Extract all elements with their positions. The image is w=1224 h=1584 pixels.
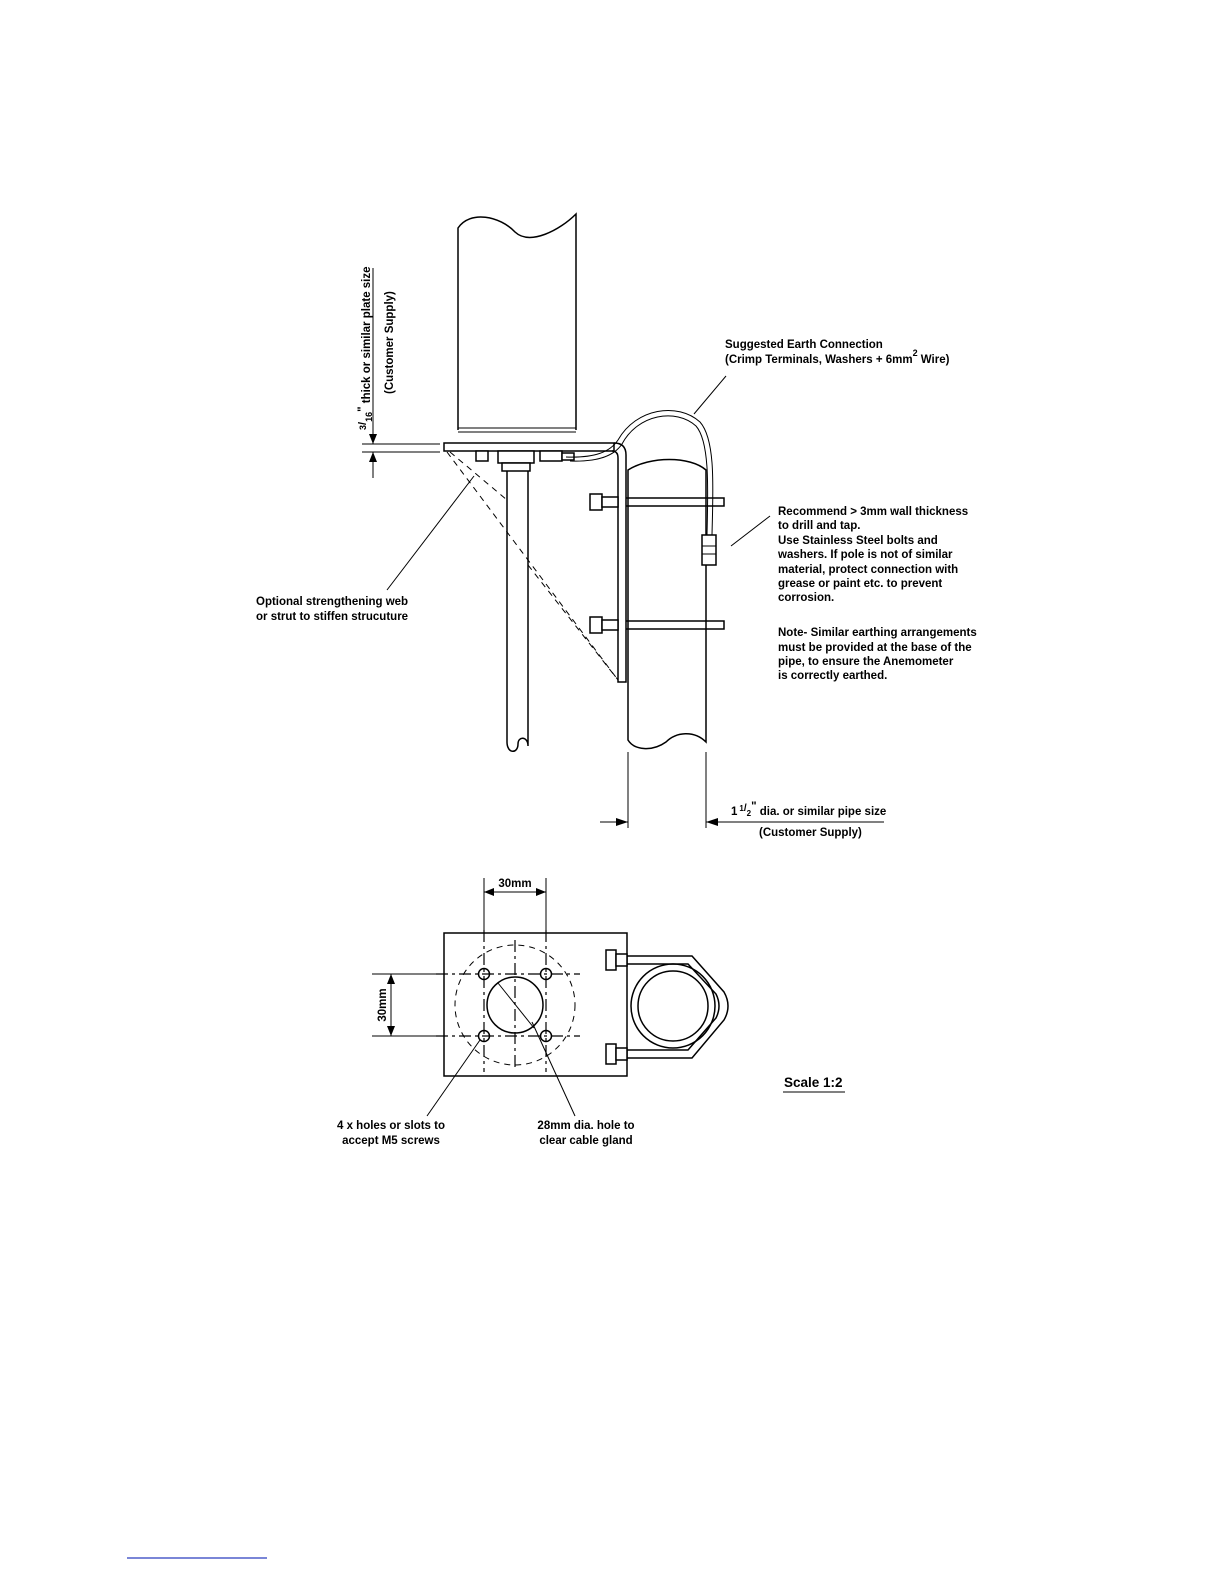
earth-detail-pre: (Crimp Terminals, Washers + 6mm bbox=[725, 354, 913, 366]
web-leader bbox=[386, 475, 475, 591]
pole-pipe bbox=[627, 458, 707, 750]
cable-rod bbox=[506, 471, 529, 752]
earth-connection-label: Suggested Earth Connection (Crimp Termin… bbox=[725, 339, 950, 366]
plan-u-bolt bbox=[605, 949, 729, 1065]
scale-label: Scale 1:2 bbox=[783, 1075, 845, 1093]
holes-line: accept M5 screws bbox=[342, 1135, 440, 1147]
plate-text: thick or similar plate size bbox=[361, 266, 373, 406]
gland-leader bbox=[531, 1021, 576, 1117]
dim-vertical: 30mm bbox=[377, 988, 389, 1021]
pipe-frac-num: 1 bbox=[739, 804, 744, 813]
note-line: is correctly earthed. bbox=[778, 670, 887, 682]
earthing-note: Note- Similar earthing arrangements must… bbox=[778, 627, 977, 682]
screw-hole bbox=[539, 967, 553, 981]
gland-hole bbox=[486, 976, 544, 1034]
gland-nut bbox=[497, 450, 535, 464]
dim-horizontal: 30mm bbox=[498, 878, 531, 890]
web-line: Optional strengthening web bbox=[256, 596, 408, 608]
wall-thickness-note: Recommend > 3mm wall thickness to drill … bbox=[777, 506, 968, 604]
wall-line: material, protect connection with bbox=[778, 564, 958, 576]
pipe-whole: 1 bbox=[731, 806, 738, 818]
plate-inch-mark: " bbox=[357, 406, 369, 411]
plan-view: 30mm 30mm bbox=[372, 878, 729, 1117]
screw-hole bbox=[477, 967, 491, 981]
gland-line: 28mm dia. hole to bbox=[537, 1120, 634, 1132]
earth-detail-post: Wire) bbox=[918, 354, 950, 366]
gland-label: 28mm dia. hole to clear cable gland bbox=[537, 1120, 634, 1147]
plate-supply: (Customer Supply) bbox=[384, 291, 396, 394]
note-line: pipe, to ensure the Anemometer bbox=[778, 656, 954, 668]
anemometer-body bbox=[457, 212, 577, 430]
svg-text:3/16" thick or similar plate s: 3/16" thick or similar plate size bbox=[357, 266, 374, 430]
dimension-30mm-vertical: 30mm bbox=[372, 973, 440, 1037]
earth-detail-sup: 2 bbox=[913, 348, 918, 358]
svg-text:(Crimp Terminals, Washers + 6m: (Crimp Terminals, Washers + 6mm2 Wire) bbox=[725, 348, 950, 366]
side-elevation bbox=[362, 212, 884, 828]
plate-frac-den: 16 bbox=[364, 412, 374, 422]
plan-plate bbox=[443, 932, 628, 1077]
strengthening-web bbox=[446, 451, 619, 681]
note-line: must be provided at the base of the bbox=[778, 642, 972, 654]
gland-line: clear cable gland bbox=[539, 1135, 632, 1147]
plate-size-label: 3/16" thick or similar plate size (Custo… bbox=[357, 266, 396, 430]
pipe-text: dia. or similar pipe size bbox=[757, 806, 887, 818]
screw-hole bbox=[539, 1029, 553, 1043]
plate-screw-right bbox=[539, 450, 563, 462]
u-bolt-lower bbox=[589, 616, 725, 634]
holes-line: 4 x holes or slots to bbox=[337, 1120, 445, 1132]
holes-label: 4 x holes or slots to accept M5 screws bbox=[337, 1120, 445, 1147]
wall-leader bbox=[730, 515, 771, 547]
wall-line: Recommend > 3mm wall thickness bbox=[778, 506, 968, 518]
web-line: or strut to stiffen strucuture bbox=[256, 611, 408, 623]
plate-screw-left bbox=[475, 450, 489, 462]
earth-title: Suggested Earth Connection bbox=[725, 339, 883, 351]
wall-line: washers. If pole is not of similar bbox=[777, 549, 953, 561]
web-label: Optional strengthening web or strut to s… bbox=[256, 596, 408, 623]
pipe-inch-mark: " bbox=[751, 801, 756, 813]
wall-line: to drill and tap. bbox=[778, 520, 860, 532]
bolt-circle bbox=[454, 944, 576, 1066]
plate-thickness-dimension bbox=[362, 268, 440, 478]
earth-wire bbox=[565, 409, 714, 536]
plan-pole-section bbox=[630, 963, 716, 1049]
pipe-frac-den: 2 bbox=[747, 809, 752, 818]
wall-line: Use Stainless Steel bolts and bbox=[778, 535, 938, 547]
dimension-30mm-horizontal: 30mm bbox=[483, 878, 547, 930]
scale-text: Scale 1:2 bbox=[784, 1075, 843, 1090]
note-line: Note- Similar earthing arrangements bbox=[778, 627, 977, 639]
screw-hole bbox=[477, 1029, 491, 1043]
svg-text:11/2" dia. or similar pipe siz: 11/2" dia. or similar pipe size bbox=[731, 801, 886, 818]
u-bolt-upper bbox=[589, 493, 725, 511]
wall-line: grease or paint etc. to prevent bbox=[778, 578, 942, 590]
plate-frac-num: 3 bbox=[358, 425, 368, 430]
pipe-diameter-dimension bbox=[600, 752, 884, 828]
mounting-plate bbox=[443, 442, 615, 452]
wall-line: corrosion. bbox=[778, 592, 834, 604]
pipe-supply: (Customer Supply) bbox=[759, 827, 862, 839]
earth-terminal bbox=[701, 534, 717, 566]
earth-leader bbox=[693, 375, 727, 415]
holes-leader bbox=[426, 1039, 481, 1117]
